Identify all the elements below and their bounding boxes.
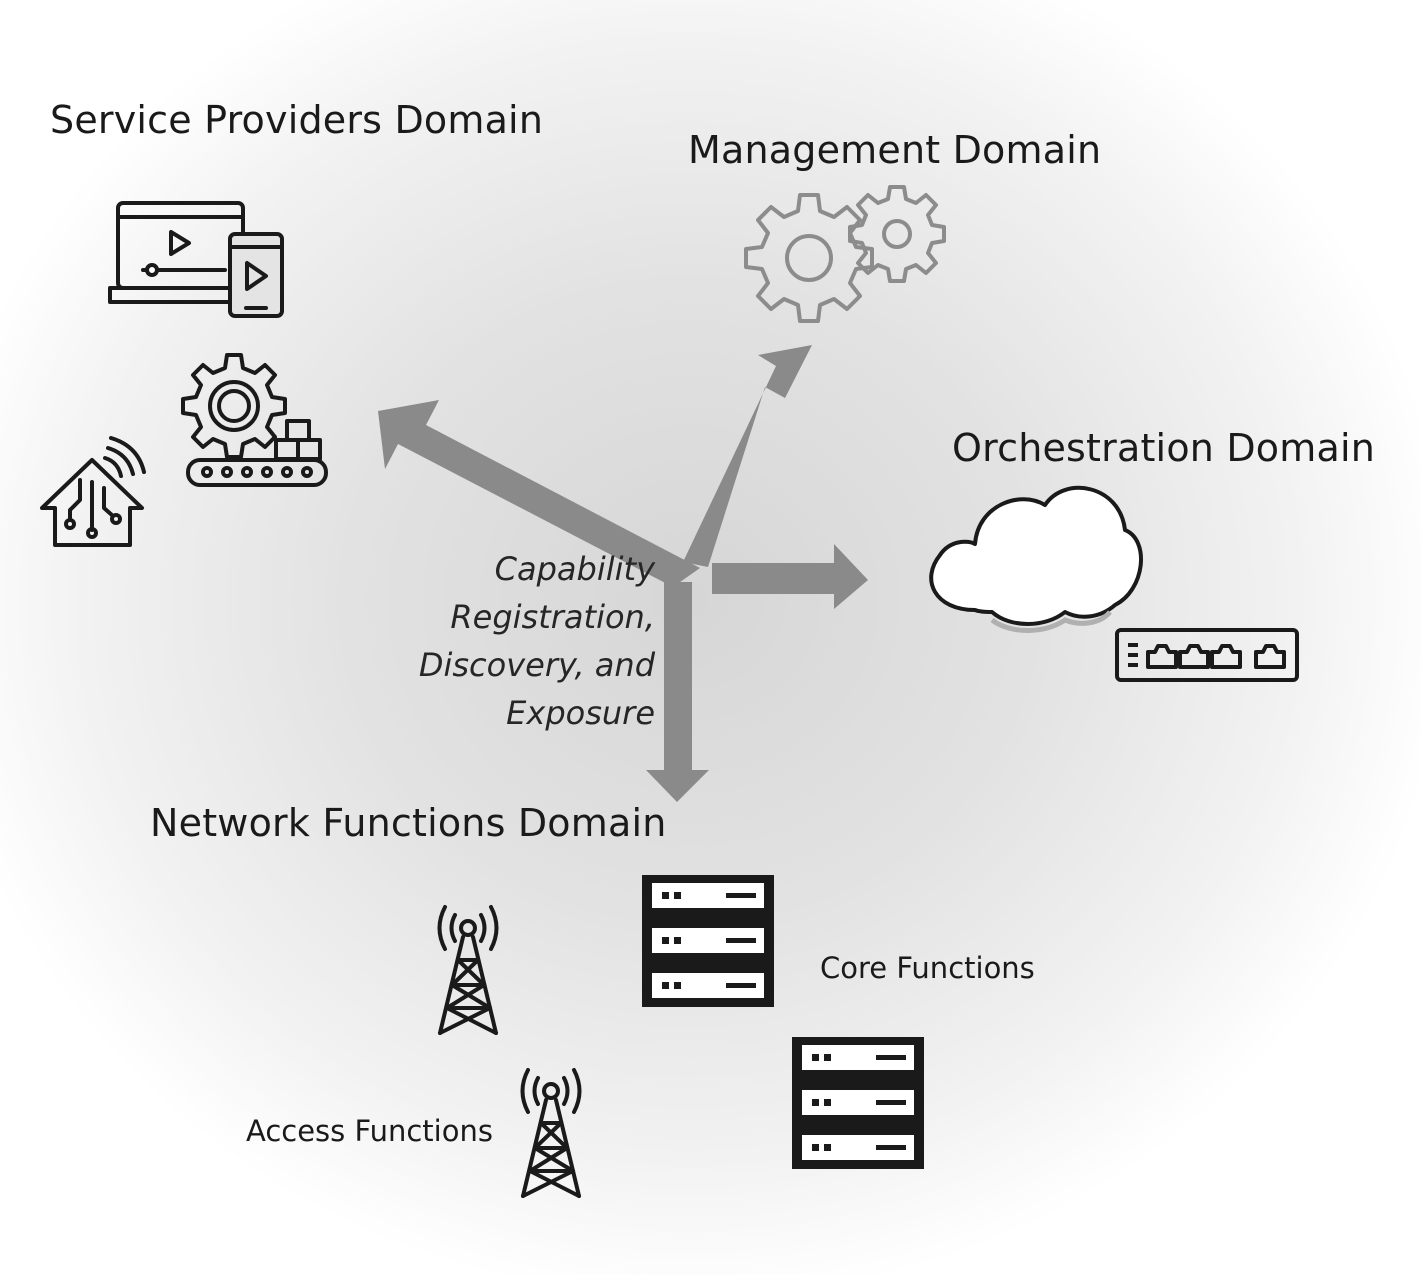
arrow-to-management: [683, 345, 812, 567]
arrow-to-orchestration: [712, 544, 868, 609]
gear-conveyor-icon: [181, 353, 328, 487]
management-domain-title: Management Domain: [688, 128, 1102, 172]
access-functions-label: Access Functions: [246, 1114, 493, 1148]
arrow-to-service-providers: [378, 400, 700, 587]
server-rack-icon: [792, 1037, 924, 1169]
capability-line-3: Discovery, and: [418, 646, 655, 684]
cloud-icon: [929, 485, 1143, 633]
cell-tower-icon: [520, 1068, 582, 1198]
service-providers-domain-title: Service Providers Domain: [50, 98, 544, 142]
gears-icon: [744, 185, 946, 323]
network-functions-domain-title: Network Functions Domain: [150, 801, 667, 845]
capability-line-2: Registration,: [450, 598, 655, 636]
arrow-to-network-functions: [646, 582, 709, 802]
capability-description: Capability Registration, Discovery, and …: [405, 545, 655, 737]
capability-line-1: Capability: [494, 550, 655, 588]
core-functions-label: Core Functions: [820, 951, 1035, 985]
capability-line-4: Exposure: [506, 694, 655, 732]
laptop-phone-video-icon: [108, 201, 284, 318]
server-rack-icon: [642, 875, 774, 1007]
smart-home-icon: [40, 436, 146, 547]
cell-tower-icon: [437, 905, 499, 1035]
network-switch-icon: [1115, 628, 1299, 682]
orchestration-domain-title: Orchestration Domain: [952, 426, 1375, 470]
